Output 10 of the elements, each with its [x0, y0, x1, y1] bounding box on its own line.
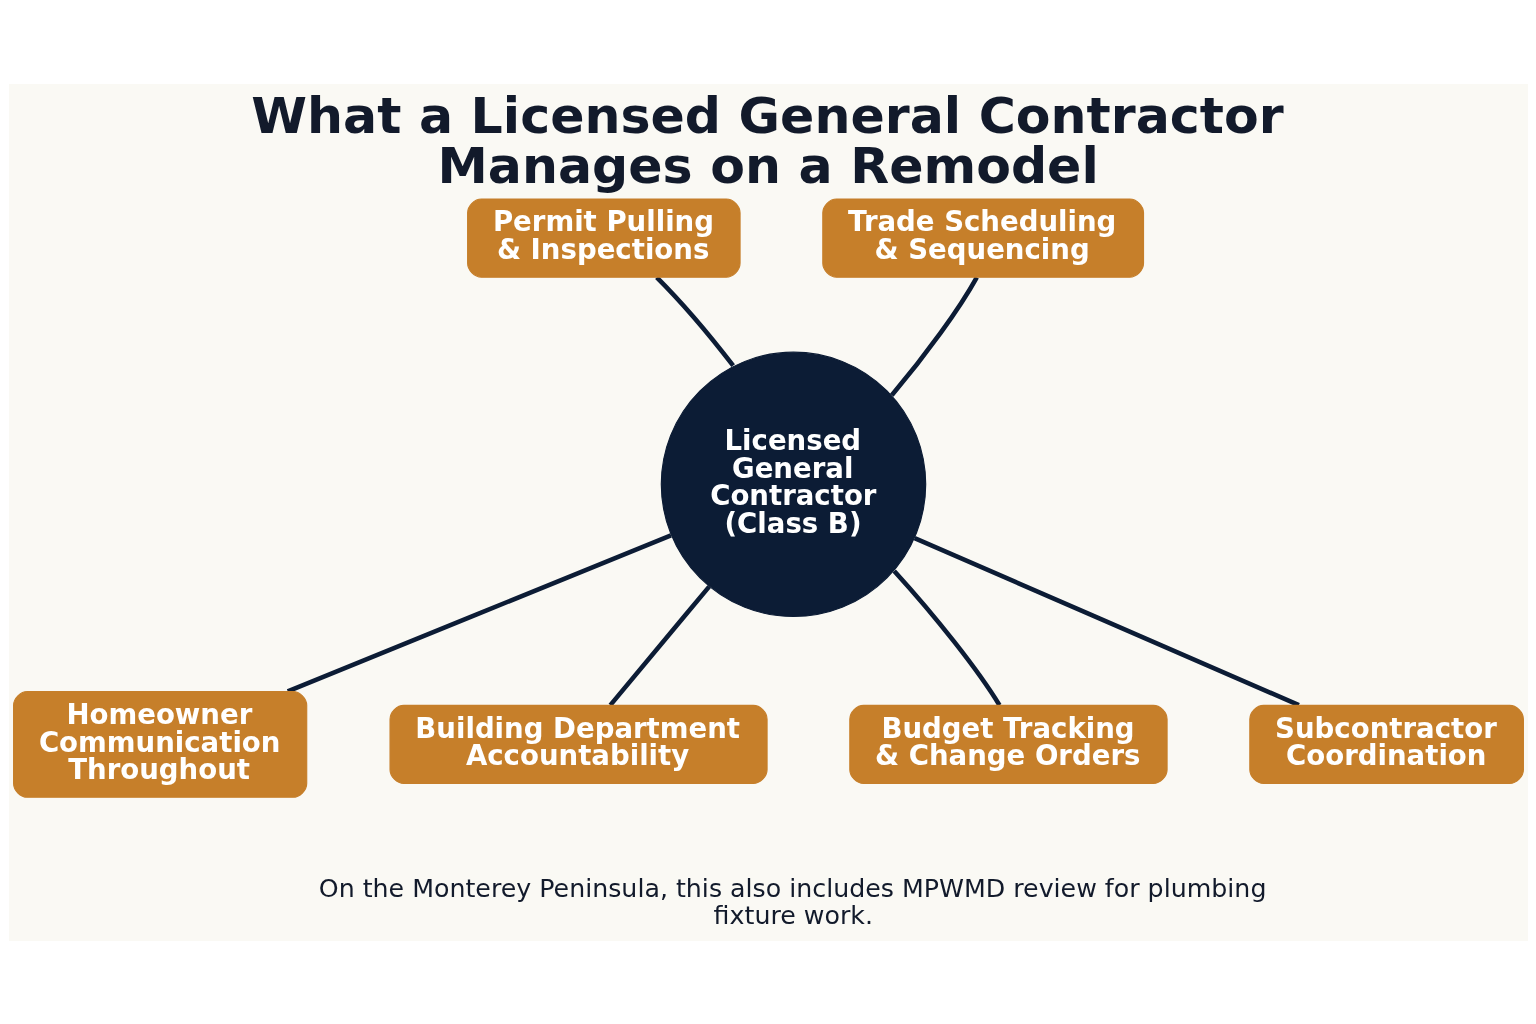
node-box: Trade Scheduling & Sequencing [821, 197, 1144, 278]
node-box: Homeowner Communication Throughout [12, 690, 307, 798]
node-circle: Licensed General Contractor (Class B) [660, 351, 926, 617]
diagram-title: What a Licensed General Contractor Manages on a Remodel [250, 85, 1284, 195]
node-box: Building Department Accountability [388, 704, 768, 784]
caption: On the Monterey Peninsula, this also includes MPWMD review for plumbing fixture work. [318, 873, 1266, 930]
node-box: Budget Tracking & Change Orders [848, 704, 1168, 784]
node-box: Permit Pulling & Inspections [466, 197, 741, 278]
node-box: Subcontractor Coordination [1248, 704, 1524, 784]
connector [286, 532, 672, 693]
